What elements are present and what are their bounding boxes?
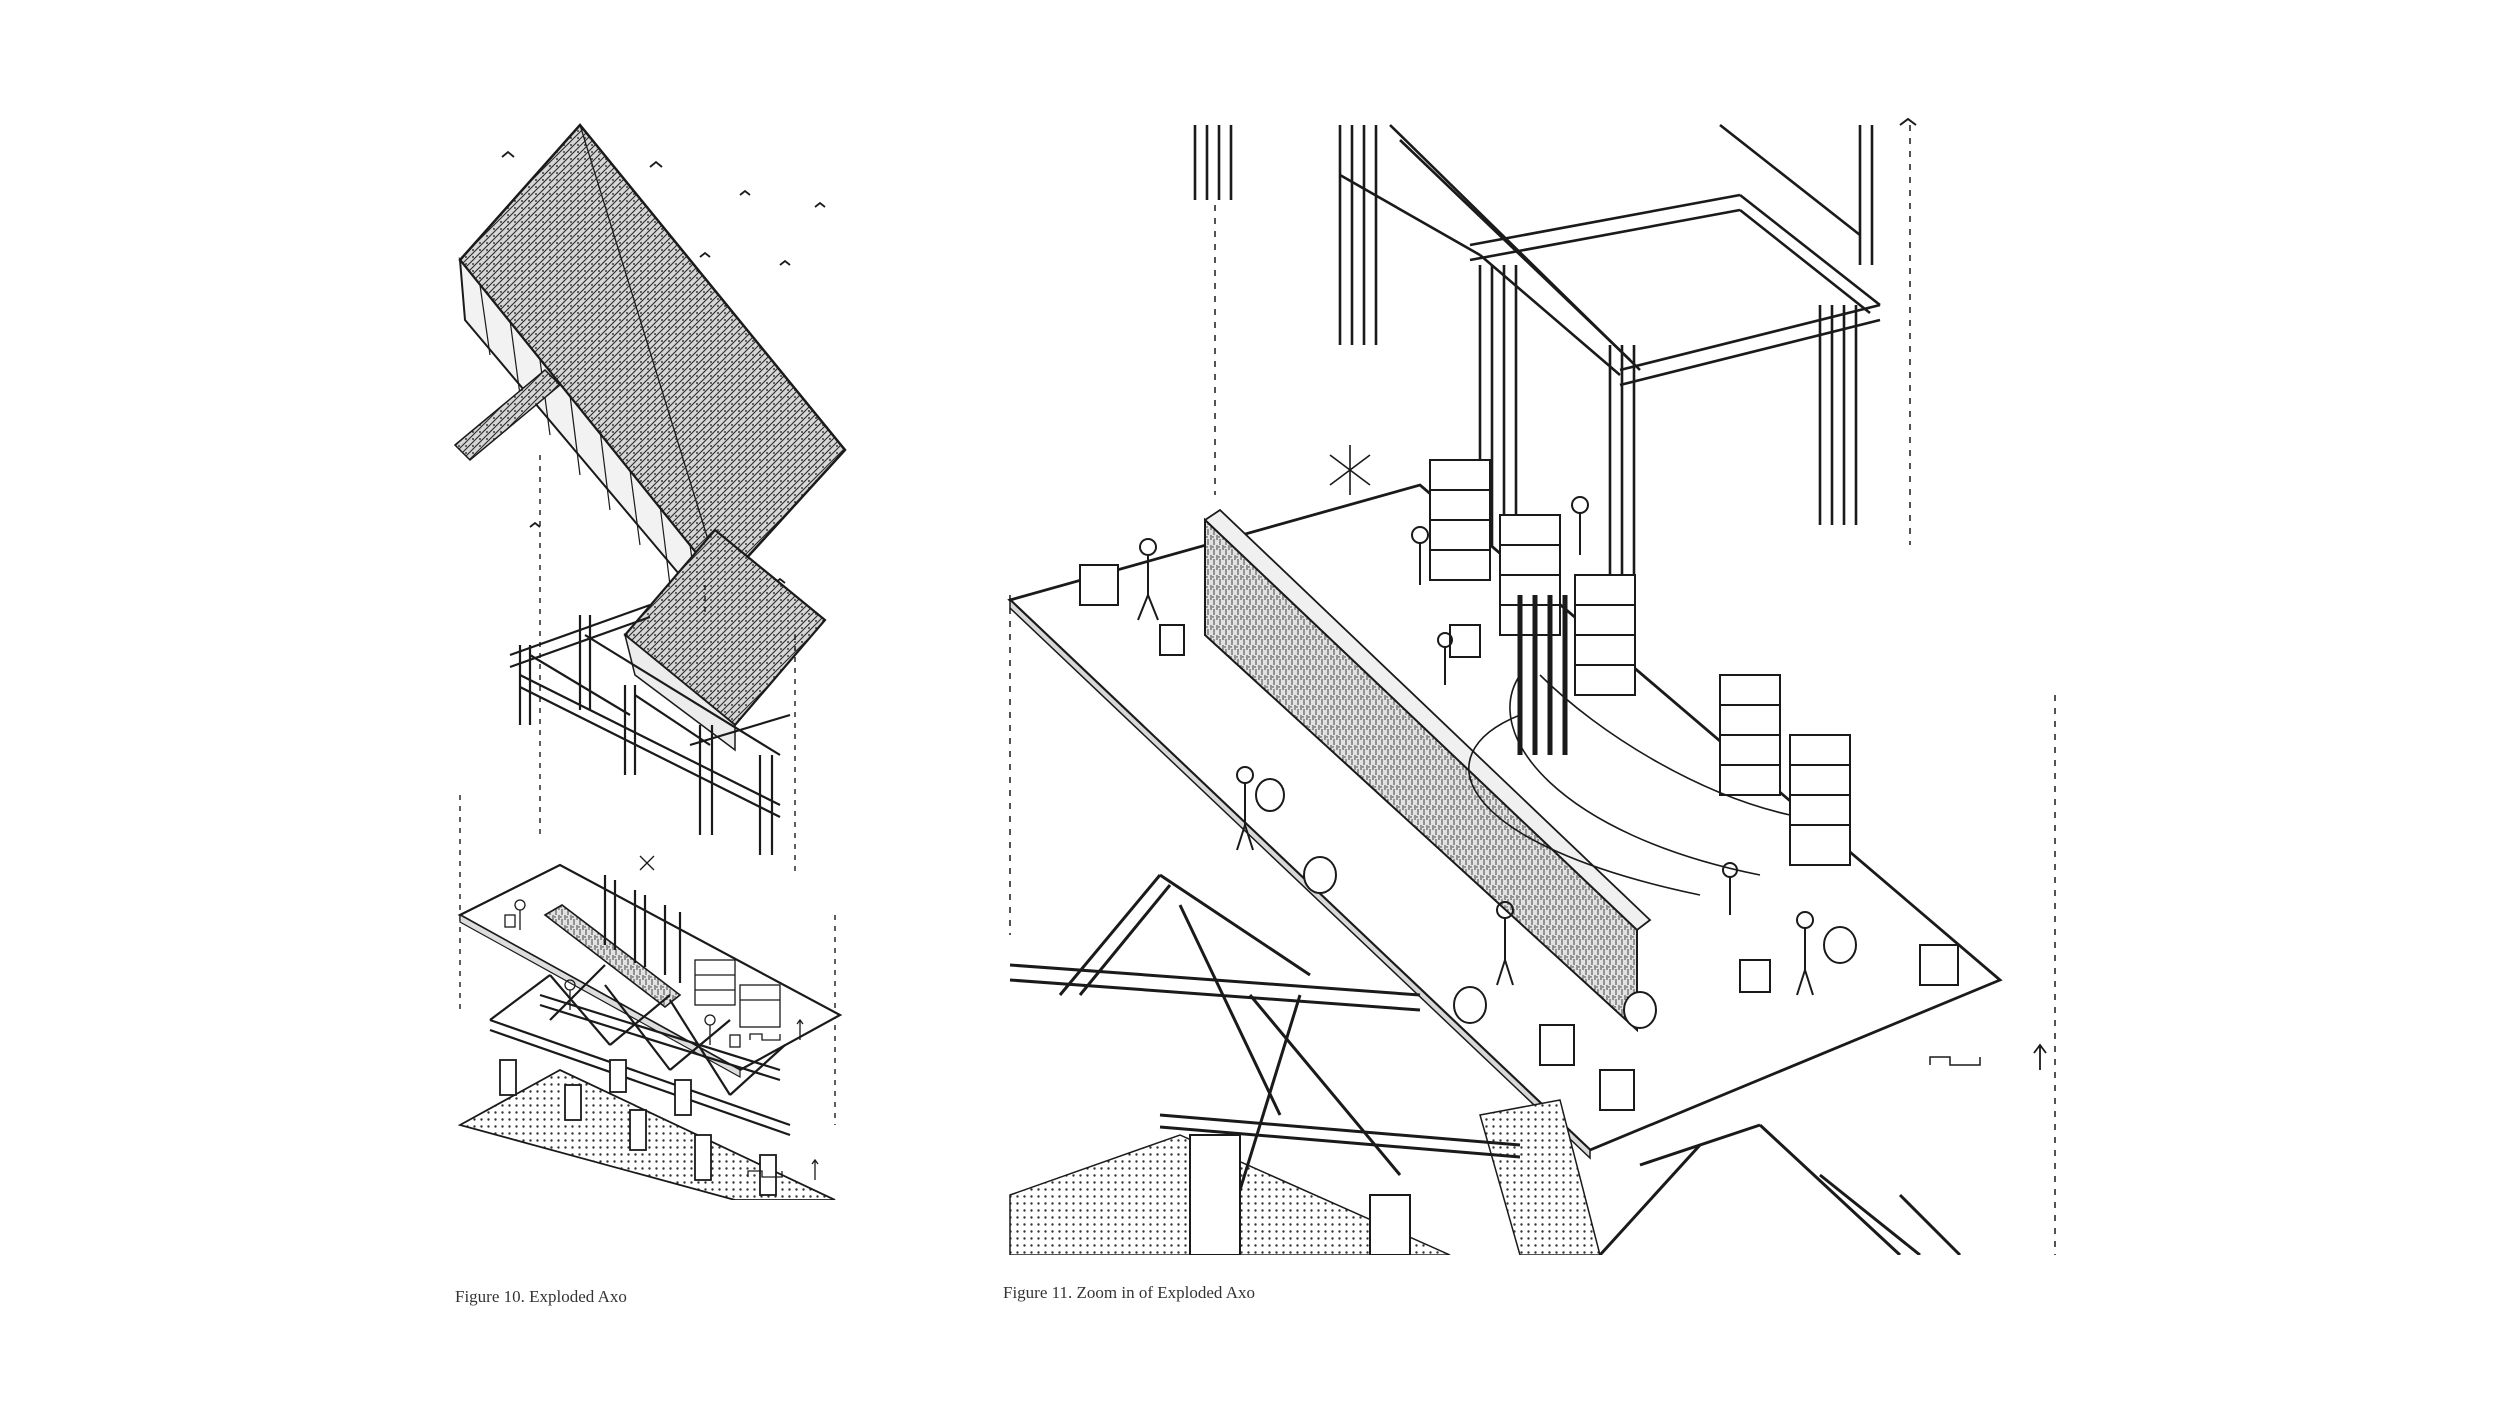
ground-plane (457, 1068, 836, 1200)
stools-furniture (1079, 564, 1959, 1111)
people (1137, 496, 1814, 996)
exploded-axo-zoom-svg (1007, 117, 2056, 1255)
figure-caption: Figure 10. Exploded Axo (455, 1287, 627, 1306)
scale-bar (747, 1158, 819, 1180)
concrete-footings (499, 1059, 777, 1196)
main-roof (453, 123, 847, 628)
substructure-trusses (489, 964, 791, 1137)
roof-frame-bamboo (1193, 123, 1881, 615)
concrete-footings (1189, 1134, 1411, 1255)
bookshelves (1429, 459, 1851, 866)
upper-bamboo-frame (509, 603, 791, 855)
bamboo-strands (1329, 445, 1791, 896)
scale-bar (749, 1018, 804, 1041)
ground-plane (1009, 1099, 1601, 1255)
partition-wall (1203, 508, 1652, 1033)
exploded-axo-svg (453, 123, 847, 1200)
bird (1899, 117, 1917, 126)
exploded-axo-drawing (450, 115, 870, 1200)
explode-guides (1009, 125, 2056, 1255)
exploded-axo-zoom-drawing (1000, 115, 2060, 1255)
birds (501, 150, 826, 584)
scale-bar (1929, 1056, 1981, 1066)
north-arrow-icon (2033, 1043, 2047, 1070)
figure-caption: Figure 11. Zoom in of Exploded Axo (1003, 1283, 1255, 1302)
